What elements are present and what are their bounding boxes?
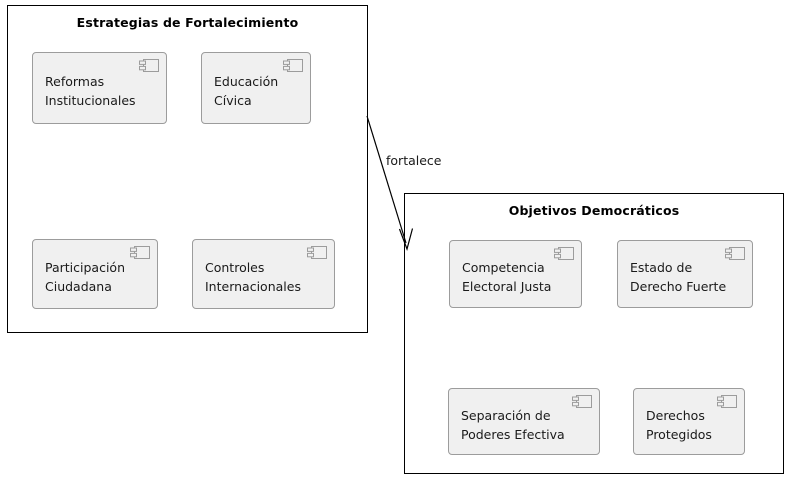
component-separacion-de-poderes-efectiva[interactable]: Separación de Poderes Efectiva <box>448 388 600 455</box>
component-participacion-ciudadana[interactable]: Participación Ciudadana <box>32 239 158 309</box>
package-title-objetivos: Objetivos Democráticos <box>508 203 680 218</box>
uml-component-icon <box>307 246 327 259</box>
component-label: Reformas Institucionales <box>45 74 136 109</box>
component-derechos-protegidos[interactable]: Derechos Protegidos <box>633 388 745 455</box>
component-label: Competencia Electoral Justa <box>462 260 552 295</box>
component-label: Educación Cívica <box>214 74 279 109</box>
uml-component-icon <box>130 246 150 259</box>
component-label: Separación de Poderes Efectiva <box>461 407 565 442</box>
connector-fortalece-line <box>366 115 407 244</box>
component-label: Participación Ciudadana <box>45 260 126 295</box>
uml-component-icon <box>572 395 592 408</box>
component-label: Estado de Derecho Fuerte <box>630 260 727 295</box>
uml-component-icon <box>554 247 574 260</box>
connector-label-fortalece: fortalece <box>386 153 442 168</box>
uml-component-icon <box>725 247 745 260</box>
component-reformas-institucionales[interactable]: Reformas Institucionales <box>32 52 167 124</box>
package-title-estrategias: Estrategias de Fortalecimiento <box>76 15 299 30</box>
uml-component-icon <box>283 59 303 72</box>
component-controles-internacionales[interactable]: Controles Internacionales <box>192 239 335 309</box>
component-educacion-civica[interactable]: Educación Cívica <box>201 52 311 124</box>
component-label: Controles Internacionales <box>205 260 301 295</box>
component-competencia-electoral-justa[interactable]: Competencia Electoral Justa <box>449 240 582 308</box>
component-estado-de-derecho-fuerte[interactable]: Estado de Derecho Fuerte <box>617 240 753 308</box>
component-label: Derechos Protegidos <box>646 407 712 442</box>
uml-component-icon <box>139 59 159 72</box>
package-objetivos-democraticos[interactable]: Objetivos Democráticos <box>404 193 784 474</box>
uml-component-icon <box>717 395 737 408</box>
